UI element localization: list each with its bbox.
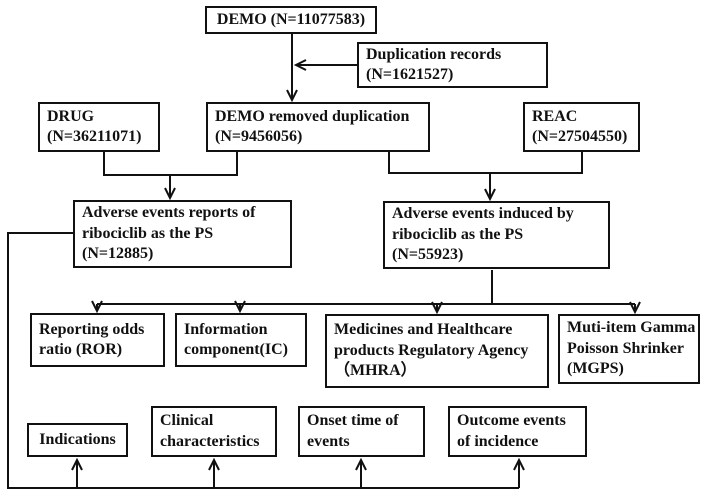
node-ic-text1: Information: [184, 320, 268, 338]
node-indications: Indications: [27, 423, 128, 457]
node-ror-text2: ratio (ROR): [39, 341, 123, 358]
node-mhra-text2: products Regulatory Agency: [334, 341, 529, 359]
node-demo: DEMO (N=11077583): [205, 6, 377, 34]
node-onset-text1: Onset time of: [307, 412, 399, 430]
node-outcome-text2: of incidence: [457, 432, 539, 450]
node-outcome-text1: Outcome events: [457, 412, 566, 430]
node-ror-text1: Reporting odds: [39, 320, 145, 338]
node-outcome-events: Outcome events of incidence: [448, 406, 587, 457]
node-onset-text2: events: [307, 432, 350, 450]
node-ae-induced-count: (N=55923): [392, 246, 464, 264]
node-reac: REAC (N=27504550): [523, 102, 640, 152]
connector-drug-dedup-merge: [103, 151, 238, 176]
node-ae-reports: Adverse events reports of ribociclib as …: [73, 200, 292, 268]
connector-ae-reports-loop: [7, 232, 519, 489]
node-ae-induced-text1: Adverse events induced by: [392, 205, 574, 223]
node-ae-reports-text1: Adverse events reports of: [82, 204, 256, 222]
node-drug-text: DRUG: [47, 107, 95, 125]
node-onset-time: Onset time of events: [298, 406, 425, 457]
node-demo-removed-text: DEMO removed duplication: [215, 107, 410, 125]
node-mgps: Muti-item Gamma Poisson Shrinker (MGPS): [558, 314, 700, 384]
node-indications-text: Indications: [39, 430, 116, 448]
node-duplication-records-text: Duplication records: [366, 45, 502, 63]
node-clinical-characteristics: Clinical characteristics: [151, 406, 277, 457]
node-clinical-text2: characteristics: [160, 432, 260, 450]
node-mhra: Medicines and Healthcare products Regula…: [325, 314, 549, 388]
node-mhra-text1: Medicines and Healthcare: [334, 321, 513, 339]
node-duplication-records-count: (N=1621527): [366, 66, 454, 83]
node-drug: DRUG (N=36211071): [38, 102, 160, 152]
node-ic: Information component(IC): [175, 313, 307, 367]
connector-dedup-reac-merge: [388, 151, 583, 174]
node-demo-text: DEMO (N=11077583): [216, 10, 366, 28]
node-demo-removed-duplication: DEMO removed duplication (N=9456056): [206, 102, 430, 152]
node-clinical-text1: Clinical: [160, 412, 214, 430]
node-reac-count: (N=27504550): [532, 128, 628, 145]
node-ror: Reporting odds ratio (ROR): [30, 313, 165, 367]
node-duplication-records: Duplication records (N=1621527): [357, 42, 548, 88]
node-demo-removed-count: (N=9456056): [215, 128, 303, 145]
node-ae-induced: Adverse events induced by ribociclib as …: [383, 201, 610, 269]
node-ae-induced-text2: ribociclib as the PS: [392, 225, 524, 243]
node-mgps-text3: (MGPS): [567, 360, 624, 378]
node-ae-reports-count: (N=12885): [82, 245, 154, 263]
node-mgps-text2: Poisson Shrinker: [567, 339, 684, 357]
node-ae-reports-text2: ribociclib as the PS: [82, 224, 214, 242]
node-drug-count: (N=36211071): [47, 128, 142, 145]
node-mgps-text1: Muti-item Gamma: [567, 319, 696, 337]
node-mhra-text3: （MHRA）: [334, 362, 417, 380]
node-ic-text2: component(IC): [184, 341, 288, 358]
node-reac-text: REAC: [532, 107, 578, 125]
